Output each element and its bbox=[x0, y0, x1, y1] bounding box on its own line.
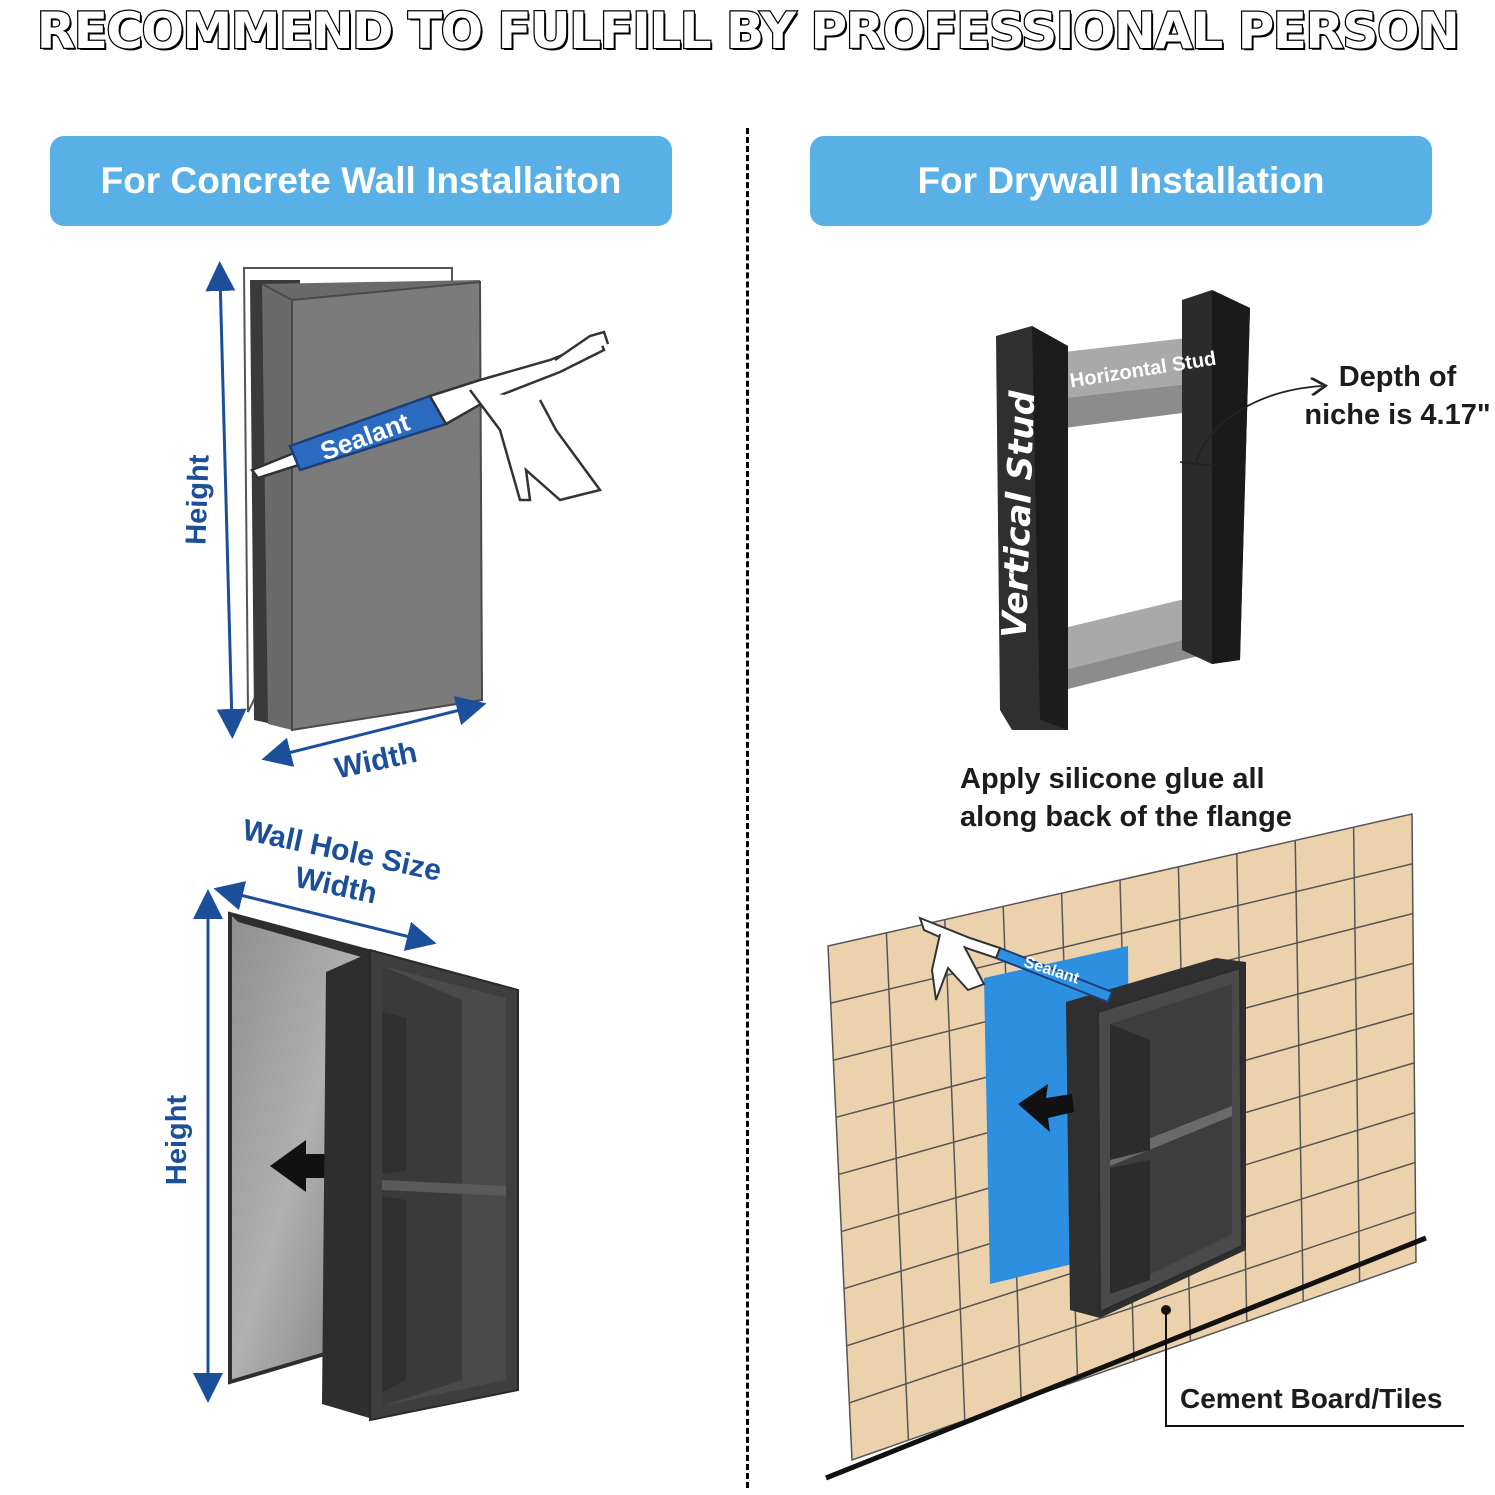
tile-grid-line bbox=[830, 863, 1413, 1004]
niche-box-top-left bbox=[242, 267, 484, 732]
tile-grid-line bbox=[1294, 840, 1304, 1302]
floor-line bbox=[825, 1235, 1427, 1481]
tile-grid-line bbox=[885, 932, 910, 1441]
niche-depth-note: Depth of niche is 4.17" bbox=[1300, 358, 1495, 434]
width-dimension-line bbox=[261, 696, 487, 767]
caulk-gun-icon bbox=[250, 330, 610, 502]
insert-arrow-icon bbox=[270, 1140, 326, 1192]
insert-arrow-icon-right bbox=[1018, 1084, 1074, 1132]
glue-note-line-1: Apply silicone glue all bbox=[960, 763, 1265, 795]
height-dimension-line bbox=[205, 261, 247, 739]
width-label-top: Width bbox=[332, 736, 420, 786]
page-banner-title: RECOMMEND TO FULFILL BY PROFESSIONAL PER… bbox=[35, 1, 1461, 62]
vertical-stud-label: Vertical Stud bbox=[995, 390, 1044, 639]
niche-box-bottom-left bbox=[322, 948, 519, 1422]
depth-tick-line bbox=[1179, 461, 1217, 467]
hole-width-dimension-line bbox=[213, 881, 437, 951]
height-label-top: Height bbox=[180, 454, 215, 546]
depth-pointer-line bbox=[1195, 386, 1322, 463]
caulk-gun-icon-small bbox=[918, 916, 1114, 1004]
tile-grid-line bbox=[849, 1211, 1416, 1404]
cement-board-callout-line bbox=[1165, 1310, 1464, 1427]
niche-box-bottom-right bbox=[1066, 958, 1246, 1318]
height-label-bottom: Height bbox=[161, 1095, 193, 1186]
drywall-section-title: For Drywall Installation bbox=[810, 136, 1432, 226]
cement-board-label: Cement Board/Tiles bbox=[1180, 1383, 1443, 1414]
concrete-wall-section-title: For Concrete Wall Installaiton bbox=[50, 136, 672, 226]
tile-grid-line bbox=[1352, 827, 1361, 1282]
silicone-glue-note: Apply silicone glue all along back of th… bbox=[960, 760, 1380, 836]
glue-note-line-2: along back of the flange bbox=[960, 801, 1292, 833]
depth-note-line-2: niche is 4.17" bbox=[1304, 399, 1491, 431]
section-divider bbox=[746, 128, 749, 1488]
stud-frame bbox=[996, 290, 1250, 730]
depth-note-line-1: Depth of bbox=[1338, 361, 1457, 393]
tile-grid-line bbox=[944, 919, 966, 1421]
